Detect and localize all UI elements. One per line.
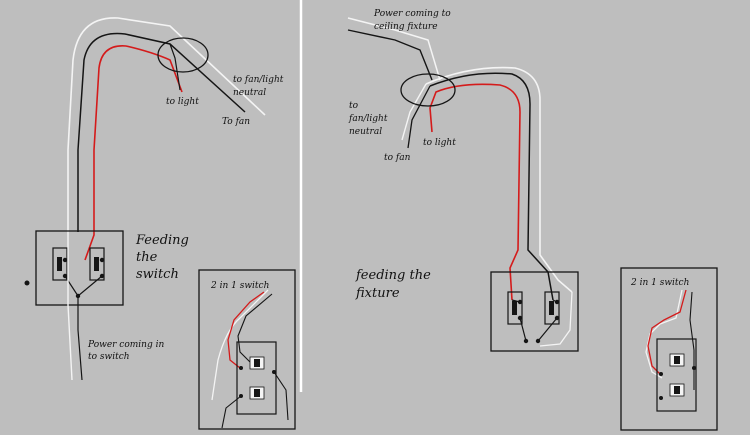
left-inset-red-wire: [227, 291, 265, 369]
left-black-wire: [77, 32, 246, 232]
label-power-fixture-line1: Power coming to: [373, 9, 451, 19]
label-to-fan: To fan: [222, 117, 250, 127]
right-power-black-wire: [347, 29, 433, 81]
heading-feeding-the: feeding the: [355, 268, 431, 283]
label-r-fanlight: fan/light: [348, 114, 388, 124]
right-switch-box: [490, 271, 579, 352]
left-inset-title: 2 in 1 switch: [210, 281, 269, 291]
left-switch-toggle-2: [94, 257, 99, 271]
left-box-wire-3: [67, 232, 73, 381]
left-inset-device: [236, 341, 277, 415]
right-white-wire: [425, 66, 573, 293]
left-inset-black-wire: [237, 293, 273, 363]
right-inset-toggle-bottom: [674, 386, 680, 394]
left-inset-lower-wire: [221, 371, 289, 429]
left-splice-circle: [157, 37, 209, 73]
label-power-in-line1: Power coming in: [87, 340, 164, 350]
terminal-screw: [62, 257, 68, 263]
right-power-white-wire: [347, 17, 441, 81]
label-r-neutral: neutral: [349, 127, 382, 137]
left-inset-white-wire: [211, 289, 269, 401]
right-inset-white-wire: [645, 289, 683, 379]
right-switch-device-1: [507, 291, 523, 325]
right-inset-device: [656, 338, 697, 412]
left-inset-toggle-top: [254, 359, 260, 367]
right-inset-box: [620, 267, 718, 431]
terminal-screw: [659, 396, 663, 400]
right-fan-out: [407, 85, 431, 149]
label-power-in-line2: to switch: [88, 352, 130, 362]
terminal-screw: [239, 366, 243, 370]
heading-fixture: fixture: [355, 286, 400, 301]
left-black-to-light: [169, 43, 181, 91]
right-splice-circle: [400, 73, 456, 107]
label-power-fixture-line2: ceiling fixture: [374, 22, 438, 32]
right-neutral-out: [401, 83, 427, 141]
left-inset-box: [198, 269, 296, 430]
label-neutral-line1: to fan/light: [233, 75, 284, 85]
left-switch-device-1: [52, 247, 68, 281]
label-r-to: to: [349, 101, 359, 111]
right-inset-title: 2 in 1 switch: [630, 278, 689, 288]
right-panel: Power coming to ceiling fixture to fan/l…: [347, 9, 718, 431]
label-neutral-line2: neutral: [233, 88, 266, 98]
right-inset-black-wire: [689, 291, 695, 390]
left-box-wire-1: [64, 275, 103, 297]
left-inset-toggle-bottom: [254, 389, 260, 397]
heading-the: the: [136, 250, 158, 265]
right-switch-toggle-1: [512, 301, 517, 315]
ground-screw: [24, 280, 30, 286]
right-inset-toggle-top: [674, 356, 680, 364]
right-inset-red-wire: [647, 289, 687, 375]
right-black-wire: [429, 72, 554, 301]
heading-feeding: Feeding: [135, 233, 189, 248]
left-switch-toggle-1: [57, 257, 62, 271]
right-box-white: [539, 291, 573, 347]
label-r-to-fan: to fan: [384, 153, 411, 163]
label-to-light: to light: [166, 97, 199, 107]
terminal-screw: [692, 366, 696, 370]
left-switch-box: [35, 230, 124, 306]
right-switch-toggle-2: [549, 301, 554, 315]
terminal-screw: [659, 372, 663, 376]
left-white-wire: [67, 17, 266, 232]
heading-switch: switch: [136, 267, 179, 282]
right-box-wires: [511, 299, 558, 342]
right-red-wire: [429, 83, 521, 301]
terminal-screw: [99, 257, 105, 263]
left-red-wire: [84, 45, 183, 261]
label-r-to-light: to light: [423, 138, 456, 148]
left-panel: to light to fan/light neutral To fan Fee…: [24, 17, 296, 430]
left-box-wire-2: [77, 296, 83, 381]
